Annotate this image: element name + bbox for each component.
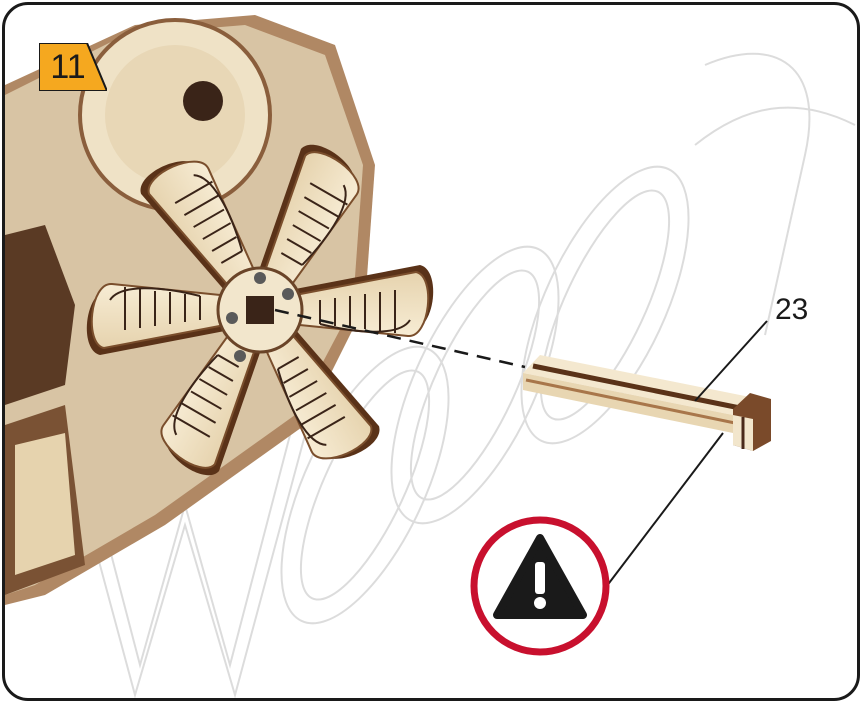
instruction-frame: 11 23 <box>2 2 860 701</box>
warning-leader <box>603 433 723 591</box>
assembly-illustration <box>5 5 860 701</box>
part-number-label: 23 <box>775 293 808 327</box>
part-label-leader <box>695 321 767 401</box>
step-number: 11 <box>43 46 93 88</box>
step-badge: 11 <box>39 43 107 91</box>
part-23-stick <box>523 355 771 451</box>
warning-triangle-icon <box>474 520 606 652</box>
